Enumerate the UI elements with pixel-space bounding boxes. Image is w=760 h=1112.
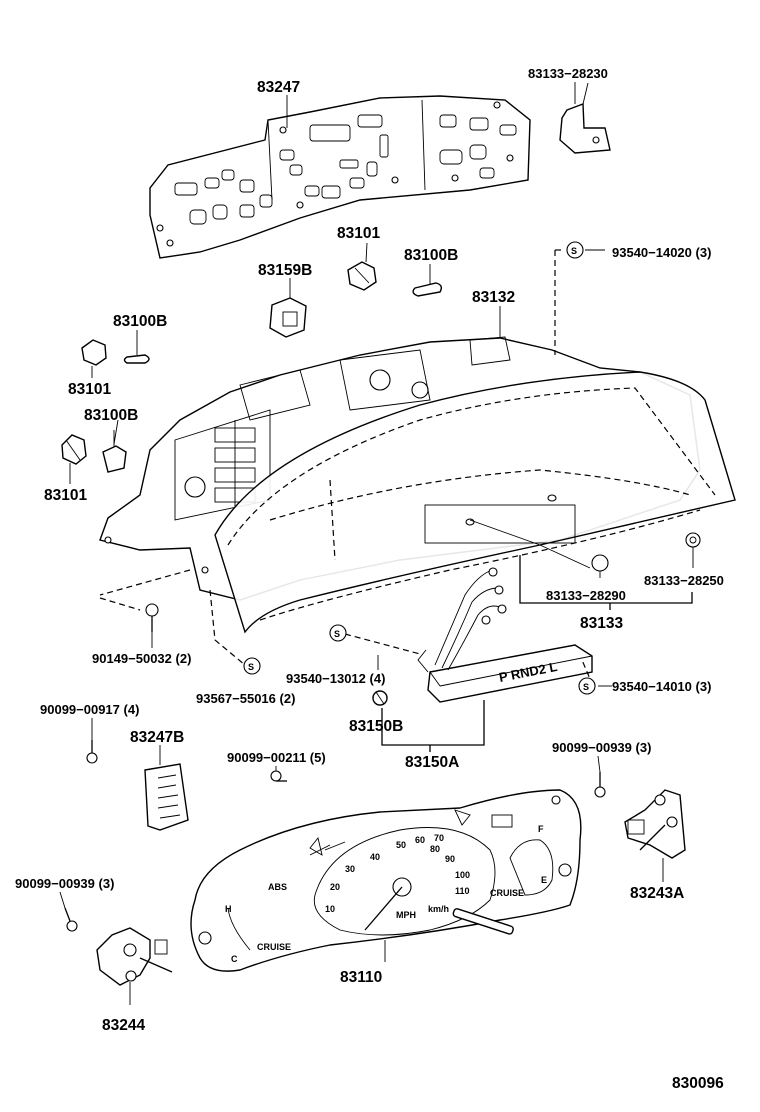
screw-90099-00939-right: [594, 772, 606, 798]
speed-90: 90: [445, 854, 455, 864]
label-90149-50032: 90149−50032 (2): [92, 651, 191, 666]
svg-text:S: S: [248, 662, 254, 672]
label-90099-00939-right: 90099−00939 (3): [552, 740, 651, 755]
label-83101-left2: 83101: [44, 487, 87, 504]
temp-c: C: [231, 954, 238, 964]
bulb-83100B-left2: [102, 430, 127, 473]
bulb-83100B-top: [412, 282, 443, 297]
s-marker-93540-13012: S: [329, 624, 347, 642]
label-90099-00211: 90099−00211 (5): [227, 750, 326, 765]
screw-90099-00211: [270, 770, 287, 782]
label-83243A: 83243A: [630, 885, 684, 902]
speed-100: 100: [455, 870, 470, 880]
s-marker-93540-14010: S: [578, 677, 596, 695]
s-marker-93540-14020: S: [566, 241, 584, 259]
clip-83133-28250: [685, 532, 701, 548]
speed-110: 110: [455, 886, 470, 896]
label-90099-00917: 90099−00917 (4): [40, 702, 139, 717]
speed-70: 70: [434, 833, 444, 843]
bracket-83133-28230: [559, 82, 611, 154]
label-93567-55016: 93567−55016 (2): [196, 691, 295, 706]
speed-10: 10: [325, 904, 335, 914]
label-83133-28230: 83133−28230: [528, 66, 608, 81]
label-83101-top: 83101: [337, 225, 380, 242]
label-83159B: 83159B: [258, 262, 312, 279]
speed-30: 30: [345, 864, 355, 874]
bulb-socket-83101-top: [347, 261, 377, 291]
label-90099-00939-left: 90099−00939 (3): [15, 876, 114, 891]
temp-h: H: [225, 904, 232, 914]
label-83132: 83132: [472, 289, 515, 306]
socket-83159B: [269, 297, 307, 338]
fuel-e: E: [541, 875, 547, 885]
circuit-plate-83247: [149, 95, 531, 259]
label-93540-13012: 93540−13012 (4): [286, 671, 385, 686]
gauge-text: 40 30 20 10 50 60 70 80 90 100 110 MPH k…: [225, 824, 547, 964]
mph-unit: MPH: [396, 910, 416, 920]
label-83150A: 83150A: [405, 754, 459, 771]
speed-20: 20: [330, 882, 340, 892]
label-83133: 83133: [580, 615, 623, 632]
bulb-83100B-left1: [123, 354, 150, 364]
screw-90099-00939-left: [64, 907, 78, 932]
label-83247B: 83247B: [130, 729, 184, 746]
plate-83247B: [144, 763, 189, 831]
fuel-sender-83243A: [624, 789, 686, 859]
svg-text:S: S: [571, 246, 577, 256]
gauge-face-83110: [190, 789, 582, 972]
speed-80: 80: [430, 844, 440, 854]
label-83150B: 83150B: [349, 718, 403, 735]
abs-lamp: ABS: [268, 882, 287, 892]
temp-sender-83244: [96, 927, 173, 986]
label-83100B-left2: 83100B: [84, 407, 138, 424]
label-83244: 83244: [102, 1017, 145, 1034]
label-83133-28250: 83133−28250: [644, 573, 724, 588]
cruise-lamp-left: CRUISE: [257, 942, 291, 952]
bulb-83150B: [372, 690, 388, 706]
label-83133-28290: 83133−28290: [546, 588, 626, 603]
bulb-socket-83101-left1: [81, 339, 107, 366]
label-93540-14010: 93540−14010 (3): [612, 679, 711, 694]
label-83247: 83247: [257, 79, 300, 96]
diagram-code: 830096: [672, 1075, 724, 1092]
speed-60: 60: [415, 835, 425, 845]
label-83100B-left1: 83100B: [113, 313, 167, 330]
screw-90149-50032: [145, 603, 159, 632]
svg-text:S: S: [334, 629, 340, 639]
label-93540-14020: 93540−14020 (3): [612, 245, 711, 260]
svg-text:S: S: [583, 682, 589, 692]
speed-40: 40: [370, 852, 380, 862]
kmh-unit: km/h: [428, 904, 449, 914]
cluster-lens-83133: [214, 371, 736, 634]
fuel-f: F: [538, 824, 544, 834]
leader-lines: [59, 82, 694, 1005]
part-labels: 83247 83133−28230 83101 83100B 93540−140…: [15, 66, 724, 1092]
label-83100B-top: 83100B: [404, 247, 458, 264]
speed-50: 50: [396, 840, 406, 850]
screw-90099-00917: [86, 740, 98, 764]
shift-indicator-83150A: P RND2 L: [417, 567, 593, 703]
bulb-socket-83101-left2: [61, 434, 87, 465]
label-83110: 83110: [340, 969, 382, 986]
clip-83133-28290: [591, 554, 609, 572]
label-83101-left1: 83101: [68, 381, 111, 398]
cruise-lamp: CRUISE: [490, 888, 524, 898]
s-marker-93567-55016: S: [243, 657, 261, 675]
